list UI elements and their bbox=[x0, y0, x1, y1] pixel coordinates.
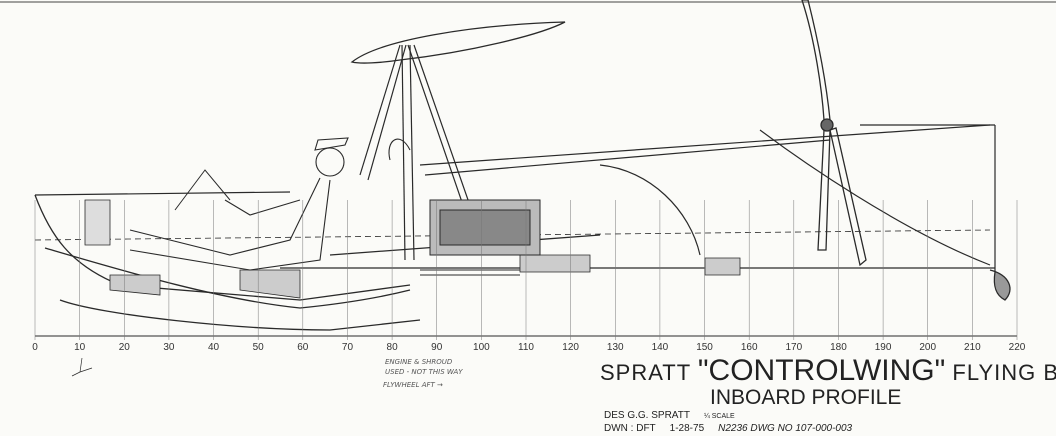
propeller bbox=[801, 0, 867, 267]
designer: DES G.G. SPRATT bbox=[604, 410, 690, 421]
windshield bbox=[174, 169, 231, 211]
title-prefix: SPRATT bbox=[600, 360, 691, 385]
scale-tick-label: 150 bbox=[696, 342, 713, 353]
scale-tick-label: 10 bbox=[74, 342, 86, 353]
scale-tick-label: 170 bbox=[785, 342, 803, 353]
scale-tick-label: 100 bbox=[473, 342, 490, 353]
scale-tick-label: 40 bbox=[207, 342, 220, 353]
scale-tick-label: 110 bbox=[518, 342, 534, 353]
scale-ticks bbox=[34, 200, 1018, 340]
scale-tick-label: 50 bbox=[252, 342, 264, 353]
scale-tick-label: 180 bbox=[830, 342, 847, 353]
scale-tick-label: 140 bbox=[651, 342, 669, 353]
axis-triad-icon bbox=[71, 357, 93, 377]
drawn-by: DWN : DFT bbox=[604, 423, 656, 434]
scale-tick-label: 80 bbox=[386, 342, 398, 353]
pilot-figure bbox=[129, 137, 411, 271]
scale-tick-label: 190 bbox=[874, 342, 892, 353]
scale-tick-label: 210 bbox=[964, 342, 981, 353]
title-main: "CONTROLWING" bbox=[697, 354, 946, 387]
scale-tick-label: 90 bbox=[431, 342, 443, 353]
wing-airfoil bbox=[350, 21, 566, 64]
scale-tick-label: 160 bbox=[740, 342, 758, 353]
note-engine: ENGINE & SHROUD bbox=[385, 358, 453, 366]
scale-tick-label: 20 bbox=[118, 342, 130, 353]
drawing-title: SPRATT "CONTROLWING" FLYING BOAT bbox=[600, 355, 1056, 387]
title-suffix: FLYING BOAT bbox=[952, 360, 1056, 385]
note-engine-2: USED - NOT THIS WAY bbox=[385, 368, 463, 376]
scale-tick-label: 200 bbox=[919, 342, 937, 353]
title-block: SPRATT "CONTROLWING" FLYING BOAT INBOARD… bbox=[600, 355, 1056, 435]
wing-pylon bbox=[359, 44, 483, 261]
scale-note: ¼ SCALE bbox=[703, 413, 735, 420]
scale-tick-label: 120 bbox=[562, 342, 579, 353]
scale-tick-label: 30 bbox=[163, 342, 175, 353]
hull bbox=[34, 194, 1011, 331]
fuselage bbox=[34, 124, 996, 272]
note-flywheel: FLYWHEEL AFT → bbox=[383, 381, 443, 389]
scale-tick-label: 220 bbox=[1008, 342, 1026, 353]
drawing-subtitle: INBOARD PROFILE bbox=[710, 386, 902, 409]
scale-tick-label: 70 bbox=[341, 342, 354, 353]
drawing-date: 1-28-75 bbox=[669, 423, 705, 434]
scale-tick-label: 130 bbox=[606, 342, 624, 353]
engine bbox=[420, 199, 541, 276]
drawing-number: N2236 DWG NO 107-000-003 bbox=[718, 423, 853, 434]
drawing-metadata: DES G.G. SPRATT ¼ SCALE DWN : DFT 1-28-75 N… bbox=[604, 410, 866, 435]
scale-tick-label: 60 bbox=[297, 342, 309, 353]
scale-tick-label: 0 bbox=[32, 342, 38, 353]
